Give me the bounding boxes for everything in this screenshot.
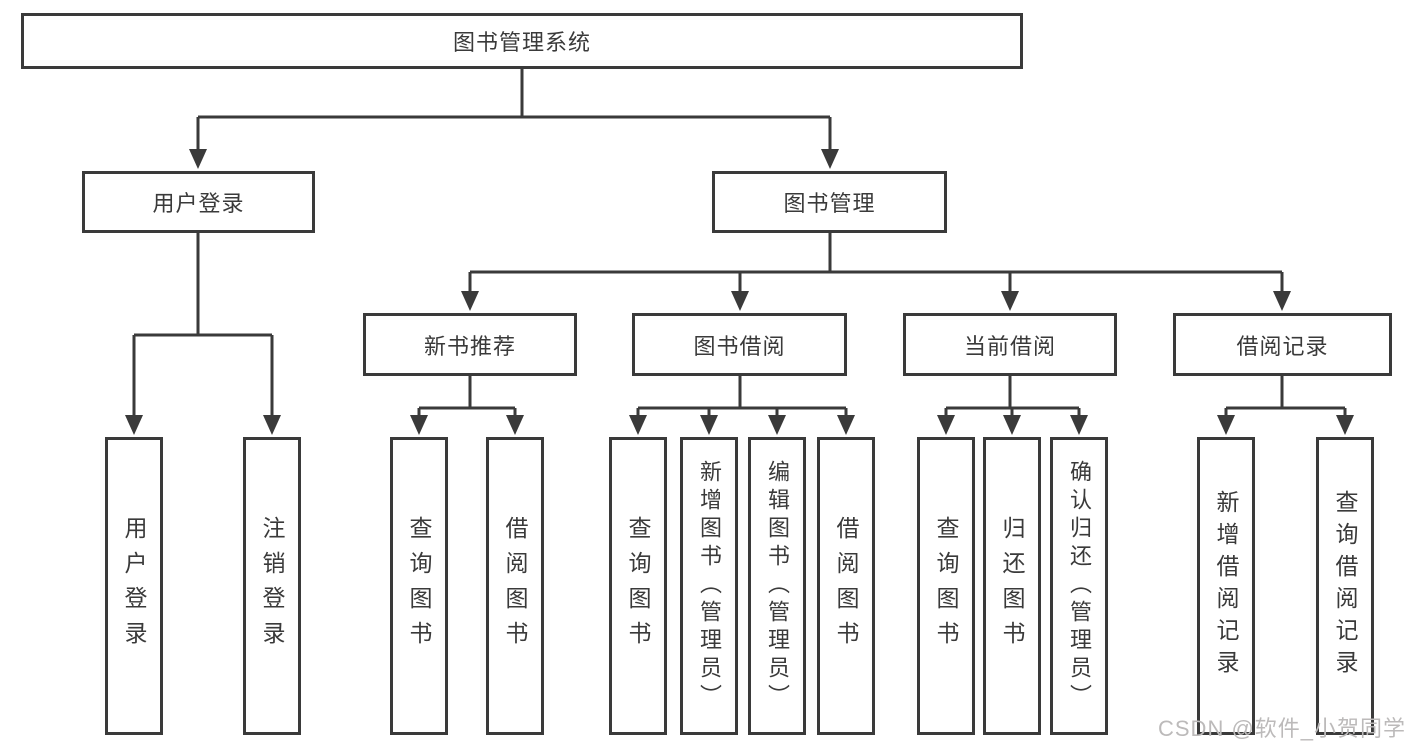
connector-bookborrow-children xyxy=(636,376,848,417)
arrowhead xyxy=(821,149,839,169)
node-bb-add-books-admin: 新增图书（管理员） xyxy=(680,437,738,735)
connector-borrowrecords-children xyxy=(1224,376,1347,417)
node-br-query-borrow-record: 查询借阅记录 xyxy=(1316,437,1374,735)
node-cb-return-books: 归还图书 xyxy=(983,437,1041,735)
node-logout: 注销登录 xyxy=(243,437,301,735)
arrowhead xyxy=(1070,415,1088,435)
node-book-borrowing: 图书借阅 xyxy=(632,313,847,376)
node-user-login: 用户登录 xyxy=(105,437,163,735)
node-cb-confirm-return-admin: 确认归还（管理员） xyxy=(1050,437,1108,735)
watermark: CSDN @软件_小贺同学 xyxy=(1158,716,1405,741)
arrowhead xyxy=(1336,415,1354,435)
arrowheads xyxy=(125,149,1354,435)
node-rec-query-books: 查询图书 xyxy=(390,437,448,735)
node-book-management-system: 图书管理系统 xyxy=(21,13,1023,69)
arrowhead xyxy=(506,415,524,435)
arrowhead xyxy=(700,415,718,435)
arrowhead xyxy=(837,415,855,435)
arrowhead xyxy=(731,291,749,311)
node-bb-query-books: 查询图书 xyxy=(609,437,667,735)
node-rec-borrow-books: 借阅图书 xyxy=(486,437,544,735)
node-user-login-group: 用户登录 xyxy=(82,171,315,233)
node-borrowing-records: 借阅记录 xyxy=(1173,313,1392,376)
connector-bookmgmt-children xyxy=(468,233,1284,293)
node-book-management: 图书管理 xyxy=(712,171,947,233)
arrowhead xyxy=(629,415,647,435)
arrowhead xyxy=(410,415,428,435)
arrowhead xyxy=(189,149,207,169)
node-bb-edit-books-admin: 编辑图书（管理员） xyxy=(748,437,806,735)
node-current-borrowing: 当前借阅 xyxy=(903,313,1117,376)
arrowhead xyxy=(1217,415,1235,435)
node-br-add-borrow-record: 新增借阅记录 xyxy=(1197,437,1255,735)
arrowhead xyxy=(768,415,786,435)
arrowhead xyxy=(461,291,479,311)
connector-root-to-level2 xyxy=(196,69,832,151)
arrowhead xyxy=(1001,291,1019,311)
connector-userlogin-children xyxy=(132,233,274,417)
connector-newbookrec-children xyxy=(417,376,517,417)
arrowhead xyxy=(937,415,955,435)
arrowhead xyxy=(263,415,281,435)
connector-currentborrow-children xyxy=(944,376,1081,417)
node-cb-query-books: 查询图书 xyxy=(917,437,975,735)
arrowhead xyxy=(1003,415,1021,435)
node-new-book-recommend: 新书推荐 xyxy=(363,313,577,376)
arrowhead xyxy=(125,415,143,435)
node-bb-borrow-books: 借阅图书 xyxy=(817,437,875,735)
arrowhead xyxy=(1273,291,1291,311)
